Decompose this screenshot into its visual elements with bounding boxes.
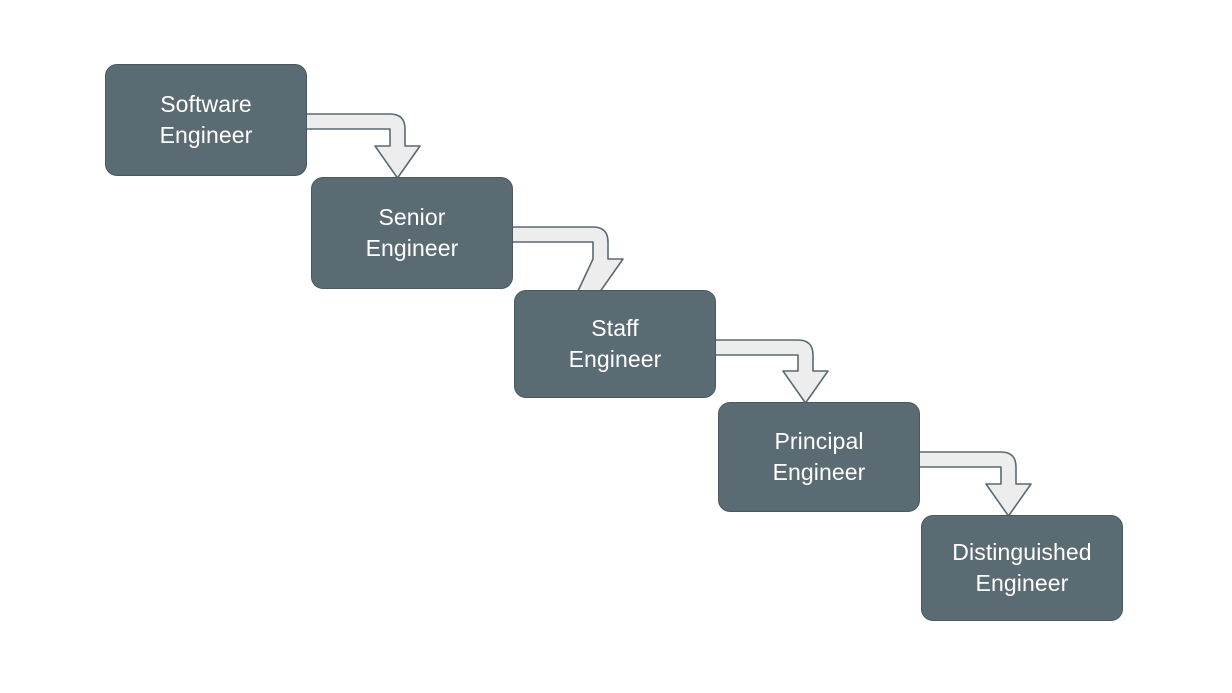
connector-staff-to-principal: [713, 339, 829, 404]
node-label-distinguished-engineer: Distinguished Engineer: [952, 539, 1092, 596]
node-label-software-engineer: Software Engineer: [159, 91, 253, 148]
node-distinguished-engineer[interactable]: Distinguished Engineer: [921, 515, 1123, 621]
connector-senior-to-staff: [510, 226, 624, 292]
connector-software-to-senior: [304, 113, 421, 179]
node-software-engineer[interactable]: Software Engineer: [105, 64, 307, 176]
node-senior-engineer[interactable]: Senior Engineer: [311, 177, 513, 289]
connector-principal-to-distinguished: [917, 451, 1032, 517]
node-staff-engineer[interactable]: Staff Engineer: [514, 290, 716, 398]
node-label-staff-engineer: Staff Engineer: [568, 315, 662, 372]
node-label-senior-engineer: Senior Engineer: [365, 204, 459, 261]
node-label-principal-engineer: Principal Engineer: [772, 428, 866, 485]
node-principal-engineer[interactable]: Principal Engineer: [718, 402, 920, 512]
